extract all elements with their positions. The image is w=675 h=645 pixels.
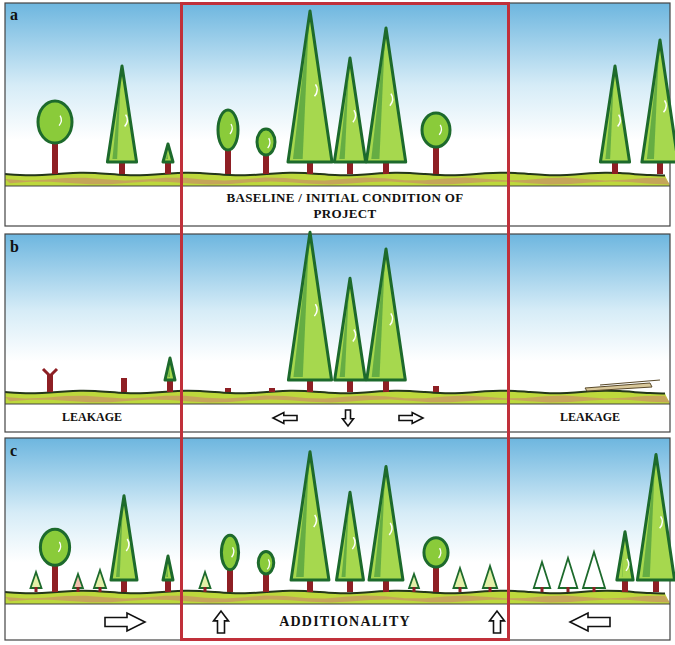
conifer-tree bbox=[367, 249, 406, 392]
frame-caption: BASELINE / INITIAL CONDITION OF PROJECT bbox=[225, 190, 465, 221]
strip-caption: LEAKAGE bbox=[17, 411, 167, 425]
conifer-tree bbox=[288, 232, 331, 392]
sapling bbox=[200, 572, 211, 588]
sapling bbox=[453, 568, 466, 588]
panel-scene bbox=[5, 3, 670, 226]
conifer-tree bbox=[600, 66, 629, 174]
conifer-tree bbox=[288, 11, 332, 174]
label-text: LEAKAGE bbox=[560, 411, 620, 425]
sapling bbox=[31, 572, 42, 588]
project-area-frame: BASELINE / INITIAL CONDITION OF PROJECT A… bbox=[180, 2, 510, 641]
label-text: a bbox=[10, 6, 18, 24]
label-text: LEAKAGE bbox=[62, 411, 122, 425]
panel-scene bbox=[5, 438, 670, 640]
conifer-tree bbox=[617, 532, 633, 592]
sapling bbox=[94, 570, 106, 588]
round-tree bbox=[40, 529, 69, 592]
conifer-tree bbox=[642, 40, 675, 174]
label-text: b bbox=[10, 238, 19, 256]
conifer-tree bbox=[334, 58, 365, 174]
conifer-tree bbox=[637, 454, 674, 592]
tree-stump bbox=[43, 369, 57, 392]
caption-text: ADDITIONALITY bbox=[279, 614, 411, 631]
fallen-log bbox=[585, 383, 652, 391]
sapling bbox=[583, 552, 605, 588]
direction-arrow bbox=[399, 413, 423, 424]
panel-scene bbox=[5, 234, 670, 432]
sapling bbox=[73, 574, 83, 588]
sapling bbox=[534, 562, 551, 588]
sapling bbox=[483, 566, 497, 588]
conifer-tree bbox=[335, 278, 366, 392]
strip-caption: LEAKAGE bbox=[515, 411, 665, 425]
label-text: c bbox=[10, 442, 17, 460]
direction-arrow bbox=[214, 611, 229, 633]
tree-stump bbox=[225, 388, 231, 392]
frame-caption: ADDITIONALITY bbox=[245, 614, 445, 631]
panel-letter: b bbox=[10, 238, 30, 256]
round-tree bbox=[422, 113, 450, 174]
round-tree bbox=[257, 129, 275, 174]
direction-arrow bbox=[343, 410, 354, 426]
conifer-tree bbox=[337, 492, 364, 592]
tree-stump bbox=[121, 378, 127, 392]
round-tree bbox=[38, 101, 72, 174]
round-tree bbox=[221, 535, 238, 592]
round-tree bbox=[258, 552, 273, 592]
conifer-tree bbox=[111, 496, 137, 592]
conifer-tree bbox=[163, 556, 173, 592]
direction-arrow bbox=[570, 613, 610, 631]
conifer-tree bbox=[163, 144, 173, 174]
direction-arrow bbox=[105, 613, 145, 631]
conifer-tree bbox=[366, 28, 405, 174]
direction-arrow bbox=[273, 413, 297, 424]
conifer-tree bbox=[369, 466, 403, 592]
sapling bbox=[409, 574, 419, 588]
tree-stump bbox=[433, 386, 439, 392]
conifer-tree bbox=[165, 358, 175, 392]
sapling bbox=[559, 558, 578, 588]
round-tree bbox=[424, 538, 448, 592]
conifer-tree bbox=[291, 452, 329, 592]
caption-text: BASELINE / INITIAL CONDITION OF PROJECT bbox=[225, 190, 465, 221]
panel-letter: a bbox=[10, 6, 30, 24]
round-tree bbox=[218, 110, 238, 174]
tree-stump bbox=[269, 388, 275, 392]
panel-letter: c bbox=[10, 442, 30, 460]
direction-arrow bbox=[490, 611, 505, 633]
conifer-tree bbox=[107, 66, 136, 174]
